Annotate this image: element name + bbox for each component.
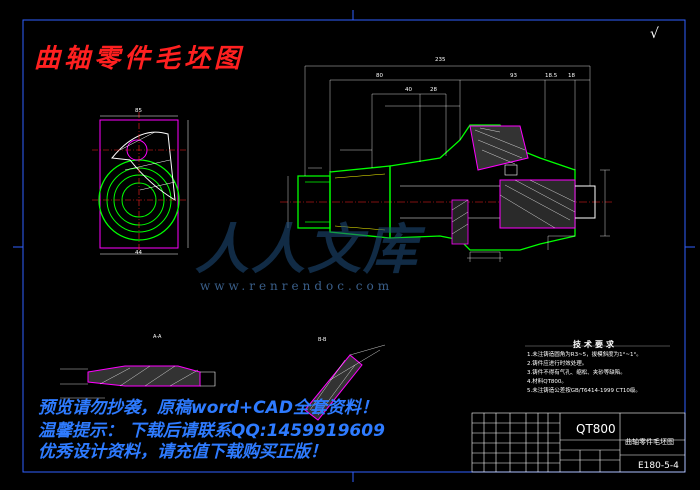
tech-note: 4.材料QT800。	[527, 379, 567, 385]
dim-overall: 235	[435, 57, 446, 63]
dim-44: 44	[135, 250, 142, 256]
section-b-b	[304, 344, 386, 421]
tech-requirements-title: 技术要求	[573, 340, 617, 349]
outer-frame	[22, 19, 686, 473]
dim-80: 80	[376, 73, 383, 79]
watermark-line-3: 优秀设计资料，请充值下载购买正版！	[38, 442, 327, 462]
section-label-a: A-A	[153, 334, 162, 340]
dim-85: 85	[135, 108, 142, 114]
dim-40: 40	[405, 87, 412, 93]
dimension-lines	[287, 65, 610, 262]
dim-28: 28	[430, 87, 437, 93]
check-mark-icon: √	[650, 26, 659, 42]
tech-note: 1.未注铸造圆角为R3~5，拔模斜度为1°~1°。	[527, 352, 642, 358]
tech-note: 5.未注铸造公差按GB/T6414-1999 CT10级。	[527, 388, 641, 394]
dim-18: 18	[568, 73, 575, 79]
drawing-title: 曲轴零件毛坯图	[34, 44, 245, 74]
watermark-line-1: 预览请勿抄袭，原稿word+CAD全套资料！	[38, 398, 378, 418]
watermark-logo: 人人文库	[195, 217, 419, 281]
tech-note: 2.铸件应进行时效处理。	[527, 361, 588, 367]
title-block-part-name: 曲轴零件毛坯图	[625, 438, 674, 446]
dim-18-5: 18.5	[545, 73, 558, 79]
watermark-url: www.renrendoc.com	[200, 279, 394, 293]
title-block-material: QT800	[576, 422, 616, 436]
dim-93: 93	[510, 73, 517, 79]
title-block	[471, 412, 686, 473]
side-view	[92, 112, 189, 255]
tech-note: 3.铸件不得有气孔、缩松、夹砂等缺陷。	[527, 370, 626, 376]
title-block-drawing-code: E180-5-4	[638, 461, 679, 471]
section-label-b: B-B	[318, 337, 327, 343]
watermark-line-2: 温馨提示： 下载后请联系QQ:1459919609	[38, 421, 385, 441]
section-a-a	[60, 365, 216, 399]
